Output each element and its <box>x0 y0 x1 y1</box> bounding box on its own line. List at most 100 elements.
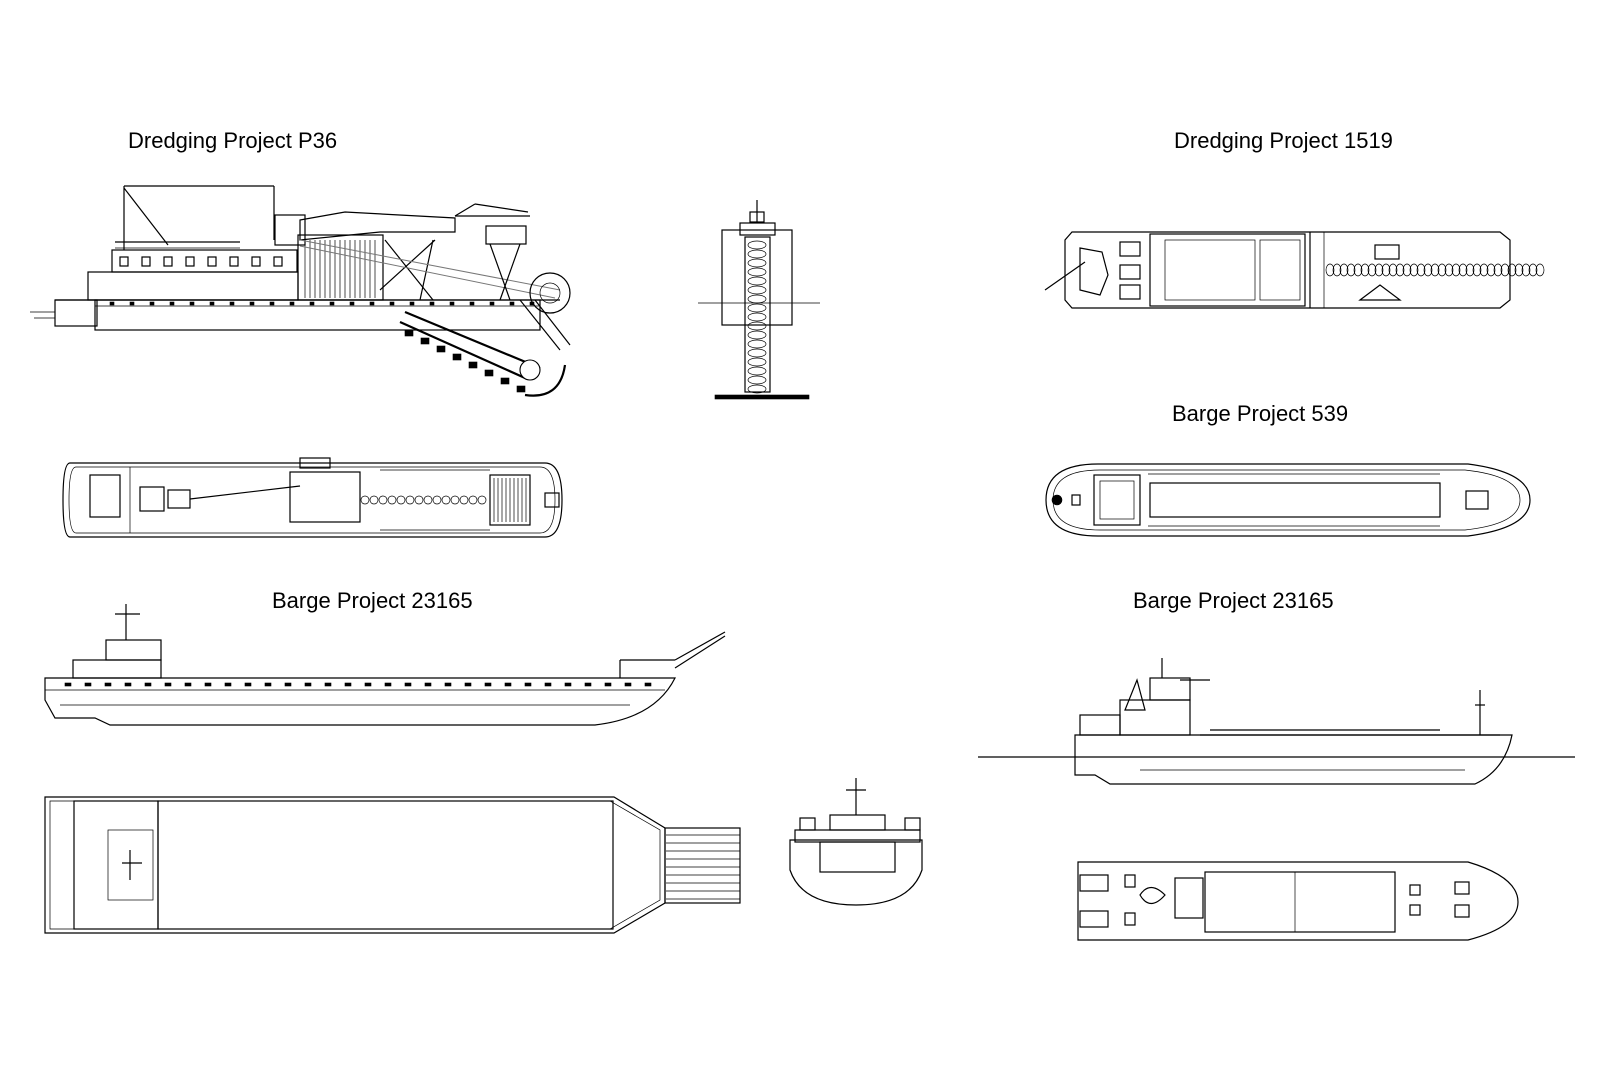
dredge-bucket <box>516 385 526 393</box>
hull-detail <box>389 301 395 306</box>
front-bucket <box>747 240 767 250</box>
front-bucket <box>747 366 767 376</box>
deck-fitting <box>304 682 312 687</box>
window <box>229 256 239 267</box>
window <box>273 256 283 267</box>
chain-link <box>1444 263 1454 277</box>
front-bucket <box>747 384 767 394</box>
chain-link <box>1332 263 1342 277</box>
window <box>185 256 195 267</box>
front-bucket <box>747 303 767 313</box>
chain-link <box>1479 263 1489 277</box>
plan-chain-link <box>405 495 415 505</box>
hull-detail <box>129 301 135 306</box>
front-bucket <box>747 339 767 349</box>
chain-link <box>1339 263 1349 277</box>
barge-23165-plan-view-right <box>1077 861 1519 941</box>
hull-detail <box>269 301 275 306</box>
plan-chain-link <box>468 495 478 505</box>
deck-fitting <box>404 682 412 687</box>
hull-detail <box>369 301 375 306</box>
deck-fitting <box>504 682 512 687</box>
chain-link <box>1500 263 1510 277</box>
dredge-bucket <box>436 345 446 353</box>
hull-detail <box>309 301 315 306</box>
front-bucket <box>747 357 767 367</box>
chain-link <box>1458 263 1468 277</box>
title-barge-539: Barge Project 539 <box>1172 401 1348 426</box>
deck-fitting <box>184 682 192 687</box>
deck-fitting <box>484 682 492 687</box>
chain-link <box>1381 263 1391 277</box>
chain-link <box>1535 263 1545 277</box>
plan-chain-link <box>432 495 442 505</box>
plan-chain-link <box>459 495 469 505</box>
chain-link <box>1423 263 1433 277</box>
hull-detail <box>469 301 475 306</box>
deck-fitting <box>364 682 372 687</box>
barge-23165-front-view <box>789 778 923 906</box>
deck-fitting <box>164 682 172 687</box>
title-barge-23165-left: Barge Project 23165 <box>272 588 473 613</box>
deck-fitting <box>584 682 592 687</box>
deck-fitting <box>444 682 452 687</box>
hull-detail <box>189 301 195 306</box>
title-dredging-p36: Dredging Project P36 <box>128 128 337 153</box>
hull-detail <box>289 301 295 306</box>
hull-detail <box>429 301 435 306</box>
plan-chain-link <box>423 495 433 505</box>
front-bucket <box>747 375 767 385</box>
dredger-1519-plan-view <box>1044 231 1545 309</box>
deck-fitting <box>384 682 392 687</box>
dredge-bucket <box>404 329 414 337</box>
window <box>251 256 261 267</box>
chain-link <box>1374 263 1384 277</box>
chain-link <box>1430 263 1440 277</box>
deck-fitting <box>324 682 332 687</box>
deck-fitting <box>544 682 552 687</box>
deck-fitting <box>144 682 152 687</box>
front-bucket <box>747 249 767 259</box>
deck-fitting <box>104 682 112 687</box>
chain-link <box>1437 263 1447 277</box>
front-bucket <box>747 258 767 268</box>
chain-link <box>1451 263 1461 277</box>
dredge-bucket <box>468 361 478 369</box>
plan-chain-link <box>477 495 487 505</box>
hull-detail <box>489 301 495 306</box>
front-bucket <box>747 321 767 331</box>
deck-fitting <box>64 682 72 687</box>
chain-link <box>1465 263 1475 277</box>
deck-fitting <box>224 682 232 687</box>
hull-detail <box>509 301 515 306</box>
hull-detail <box>229 301 235 306</box>
dredge-bucket <box>452 353 462 361</box>
front-bucket <box>747 330 767 340</box>
chain-link <box>1486 263 1496 277</box>
chain-link <box>1360 263 1370 277</box>
title-dredging-1519: Dredging Project 1519 <box>1174 128 1393 153</box>
deck-fitting <box>604 682 612 687</box>
deck-fitting <box>464 682 472 687</box>
front-bucket <box>747 294 767 304</box>
chain-link <box>1353 263 1363 277</box>
deck-fitting <box>204 682 212 687</box>
hull-detail <box>209 301 215 306</box>
window <box>163 256 173 267</box>
chain-link <box>1416 263 1426 277</box>
hull-detail <box>409 301 415 306</box>
dredge-bucket <box>420 337 430 345</box>
hull-detail <box>349 301 355 306</box>
chain-link <box>1395 263 1405 277</box>
title-barge-23165-right: Barge Project 23165 <box>1133 588 1334 613</box>
front-bucket <box>747 312 767 322</box>
chain-link <box>1507 263 1517 277</box>
dredger-p36-side-view <box>30 185 571 397</box>
barge-539-plan-view <box>1045 463 1531 537</box>
chain-link <box>1493 263 1503 277</box>
plan-chain-link <box>414 495 424 505</box>
dredge-bucket <box>500 377 510 385</box>
chain-link <box>1346 263 1356 277</box>
plan-chain-link <box>441 495 451 505</box>
